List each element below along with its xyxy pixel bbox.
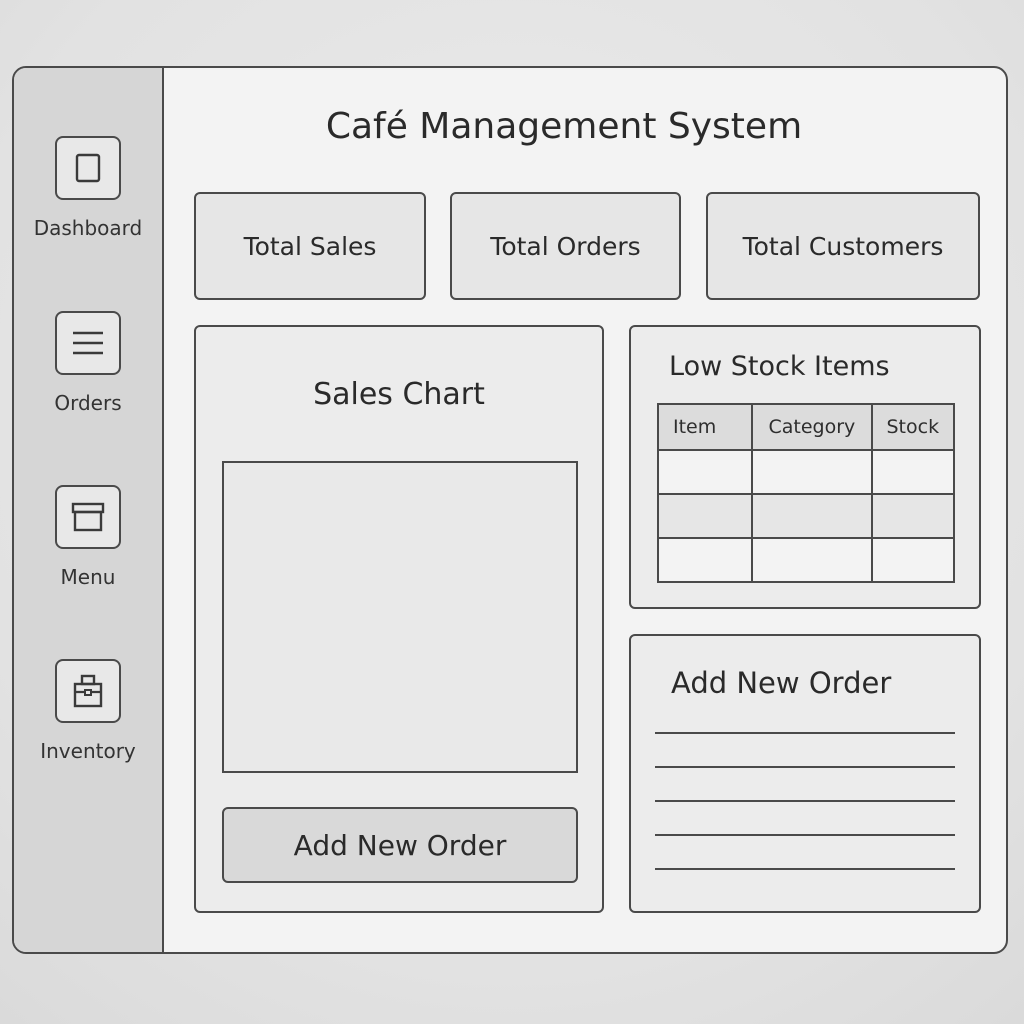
sidebar-item-menu[interactable]: Menu (14, 485, 162, 589)
column-header-item[interactable]: Item (656, 403, 754, 451)
sales-chart-panel: Sales Chart Add New Order (194, 325, 604, 913)
table-row[interactable] (656, 493, 956, 539)
add-new-order-button[interactable]: Add New Order (222, 807, 578, 883)
total-customers-card[interactable]: Total Customers (706, 192, 980, 300)
list-icon (55, 311, 121, 375)
table-cell (656, 493, 754, 539)
table-cell (870, 493, 956, 539)
low-stock-table: Item Category Stock (656, 403, 956, 583)
total-customers-label: Total Customers (742, 231, 944, 261)
sidebar-item-label: Menu (60, 565, 116, 589)
sidebar-item-label: Dashboard (33, 216, 143, 240)
dashboard-icon (55, 136, 121, 200)
form-field-line[interactable] (655, 766, 955, 768)
table-cell (656, 537, 754, 583)
sidebar-item-label: Inventory (40, 739, 136, 763)
form-field-line[interactable] (655, 732, 955, 734)
sidebar-item-orders[interactable]: Orders (14, 311, 162, 415)
sidebar-item-label: Orders (54, 391, 122, 415)
sales-chart-area (222, 461, 578, 773)
add-order-title: Add New Order (671, 666, 892, 700)
table-cell (751, 537, 873, 583)
total-orders-label: Total Orders (490, 231, 641, 261)
table-cell (870, 449, 956, 495)
column-header-category[interactable]: Category (751, 403, 873, 451)
low-stock-title: Low Stock Items (669, 351, 890, 382)
inventory-bag-icon (55, 659, 121, 723)
page-title: Café Management System (325, 106, 803, 147)
table-row[interactable] (656, 449, 956, 495)
table-cell (751, 449, 873, 495)
form-field-line[interactable] (655, 834, 955, 836)
table-header-row: Item Category Stock (656, 403, 956, 451)
sidebar-item-inventory[interactable]: Inventory (14, 659, 162, 763)
total-sales-label: Total Sales (243, 231, 377, 261)
app-window: Dashboard Orders Menu (12, 66, 1008, 954)
sales-chart-title: Sales Chart (313, 377, 485, 412)
sidebar: Dashboard Orders Menu (14, 68, 164, 952)
main-content: Café Management System Total Sales Total… (164, 68, 1006, 952)
column-header-stock[interactable]: Stock (870, 403, 956, 451)
menu-box-icon (55, 485, 121, 549)
table-cell (751, 493, 873, 539)
total-sales-card[interactable]: Total Sales (194, 192, 426, 300)
sidebar-item-dashboard[interactable]: Dashboard (14, 136, 162, 240)
form-field-line[interactable] (655, 868, 955, 870)
form-field-line[interactable] (655, 800, 955, 802)
low-stock-panel: Low Stock Items Item Category Stock (629, 325, 981, 609)
table-row[interactable] (656, 537, 956, 583)
table-cell (656, 449, 754, 495)
add-order-panel: Add New Order (629, 634, 981, 913)
table-cell (870, 537, 956, 583)
total-orders-card[interactable]: Total Orders (450, 192, 681, 300)
